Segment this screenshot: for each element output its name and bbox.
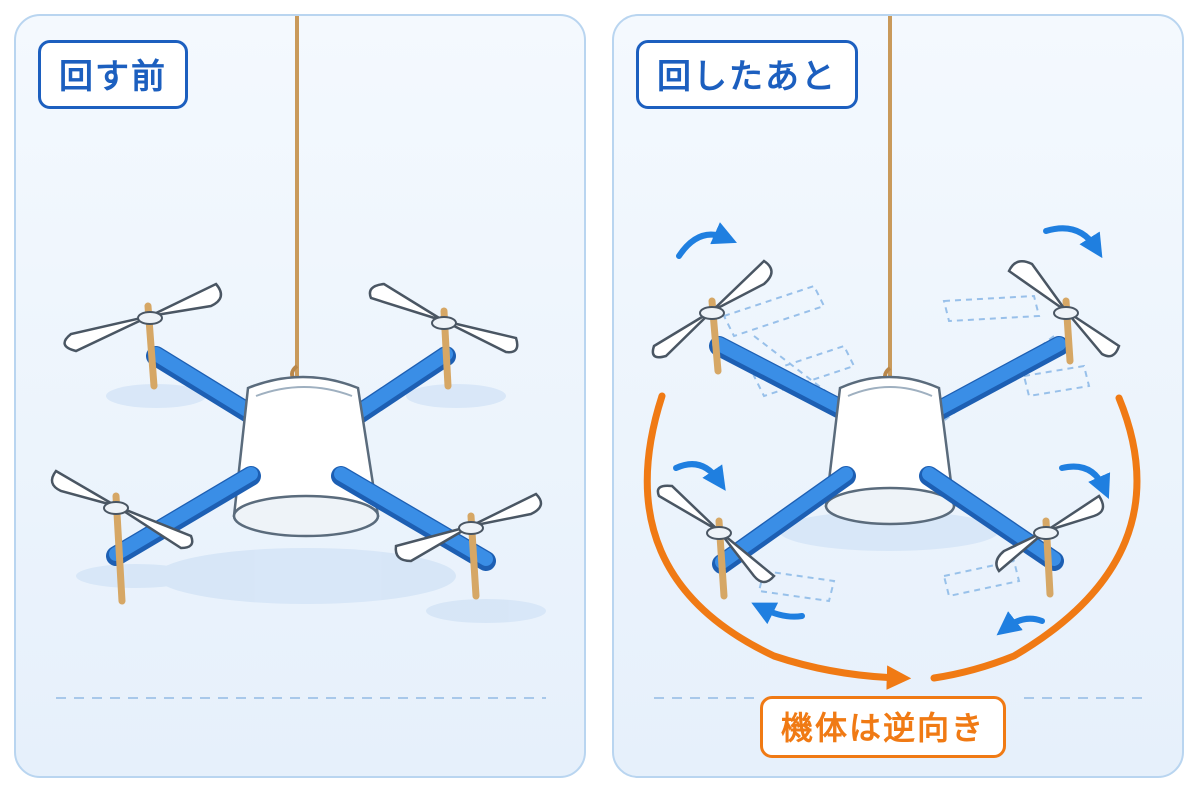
paper-cup: [232, 375, 380, 538]
panel-before: 回す前: [14, 14, 586, 778]
propeller-front-left: [656, 484, 776, 600]
arm-front-right: [919, 466, 1064, 571]
paper-cup: [824, 375, 956, 526]
propeller-back-left: [651, 259, 773, 375]
arm-front-right: [331, 466, 496, 571]
rotation-arrow-icon: [751, 602, 805, 625]
drone-after-illustration: [643, 16, 1144, 699]
rotation-arrow-icon: [673, 461, 726, 491]
rotation-arrow-icon: [1043, 225, 1103, 259]
arm-front-left: [106, 466, 261, 566]
propeller-front-right: [995, 494, 1105, 598]
arm-back-right: [919, 336, 1069, 426]
propeller-back-right: [1007, 259, 1121, 365]
reaction-rotation-arrow-tail: [930, 394, 1141, 682]
arm-back-left: [709, 336, 864, 426]
panel-title-before: 回す前: [38, 40, 188, 109]
propeller-back-left: [63, 282, 223, 390]
result-label: 機体は逆向き: [760, 696, 1007, 758]
propeller-front-right: [394, 492, 543, 600]
rotation-arrow-icon: [676, 222, 737, 259]
panel-title-after: 回したあと: [636, 40, 858, 109]
propeller-front-left: [50, 469, 194, 605]
rotation-arrow-icon: [1059, 463, 1111, 499]
propeller-back-right: [368, 282, 519, 390]
panel-after: 回したあと 機体は逆向き: [612, 14, 1184, 778]
drone-before-illustration: [50, 16, 546, 699]
rotation-arrow-icon: [996, 611, 1045, 636]
reaction-rotation-arrow-icon: [643, 392, 912, 690]
